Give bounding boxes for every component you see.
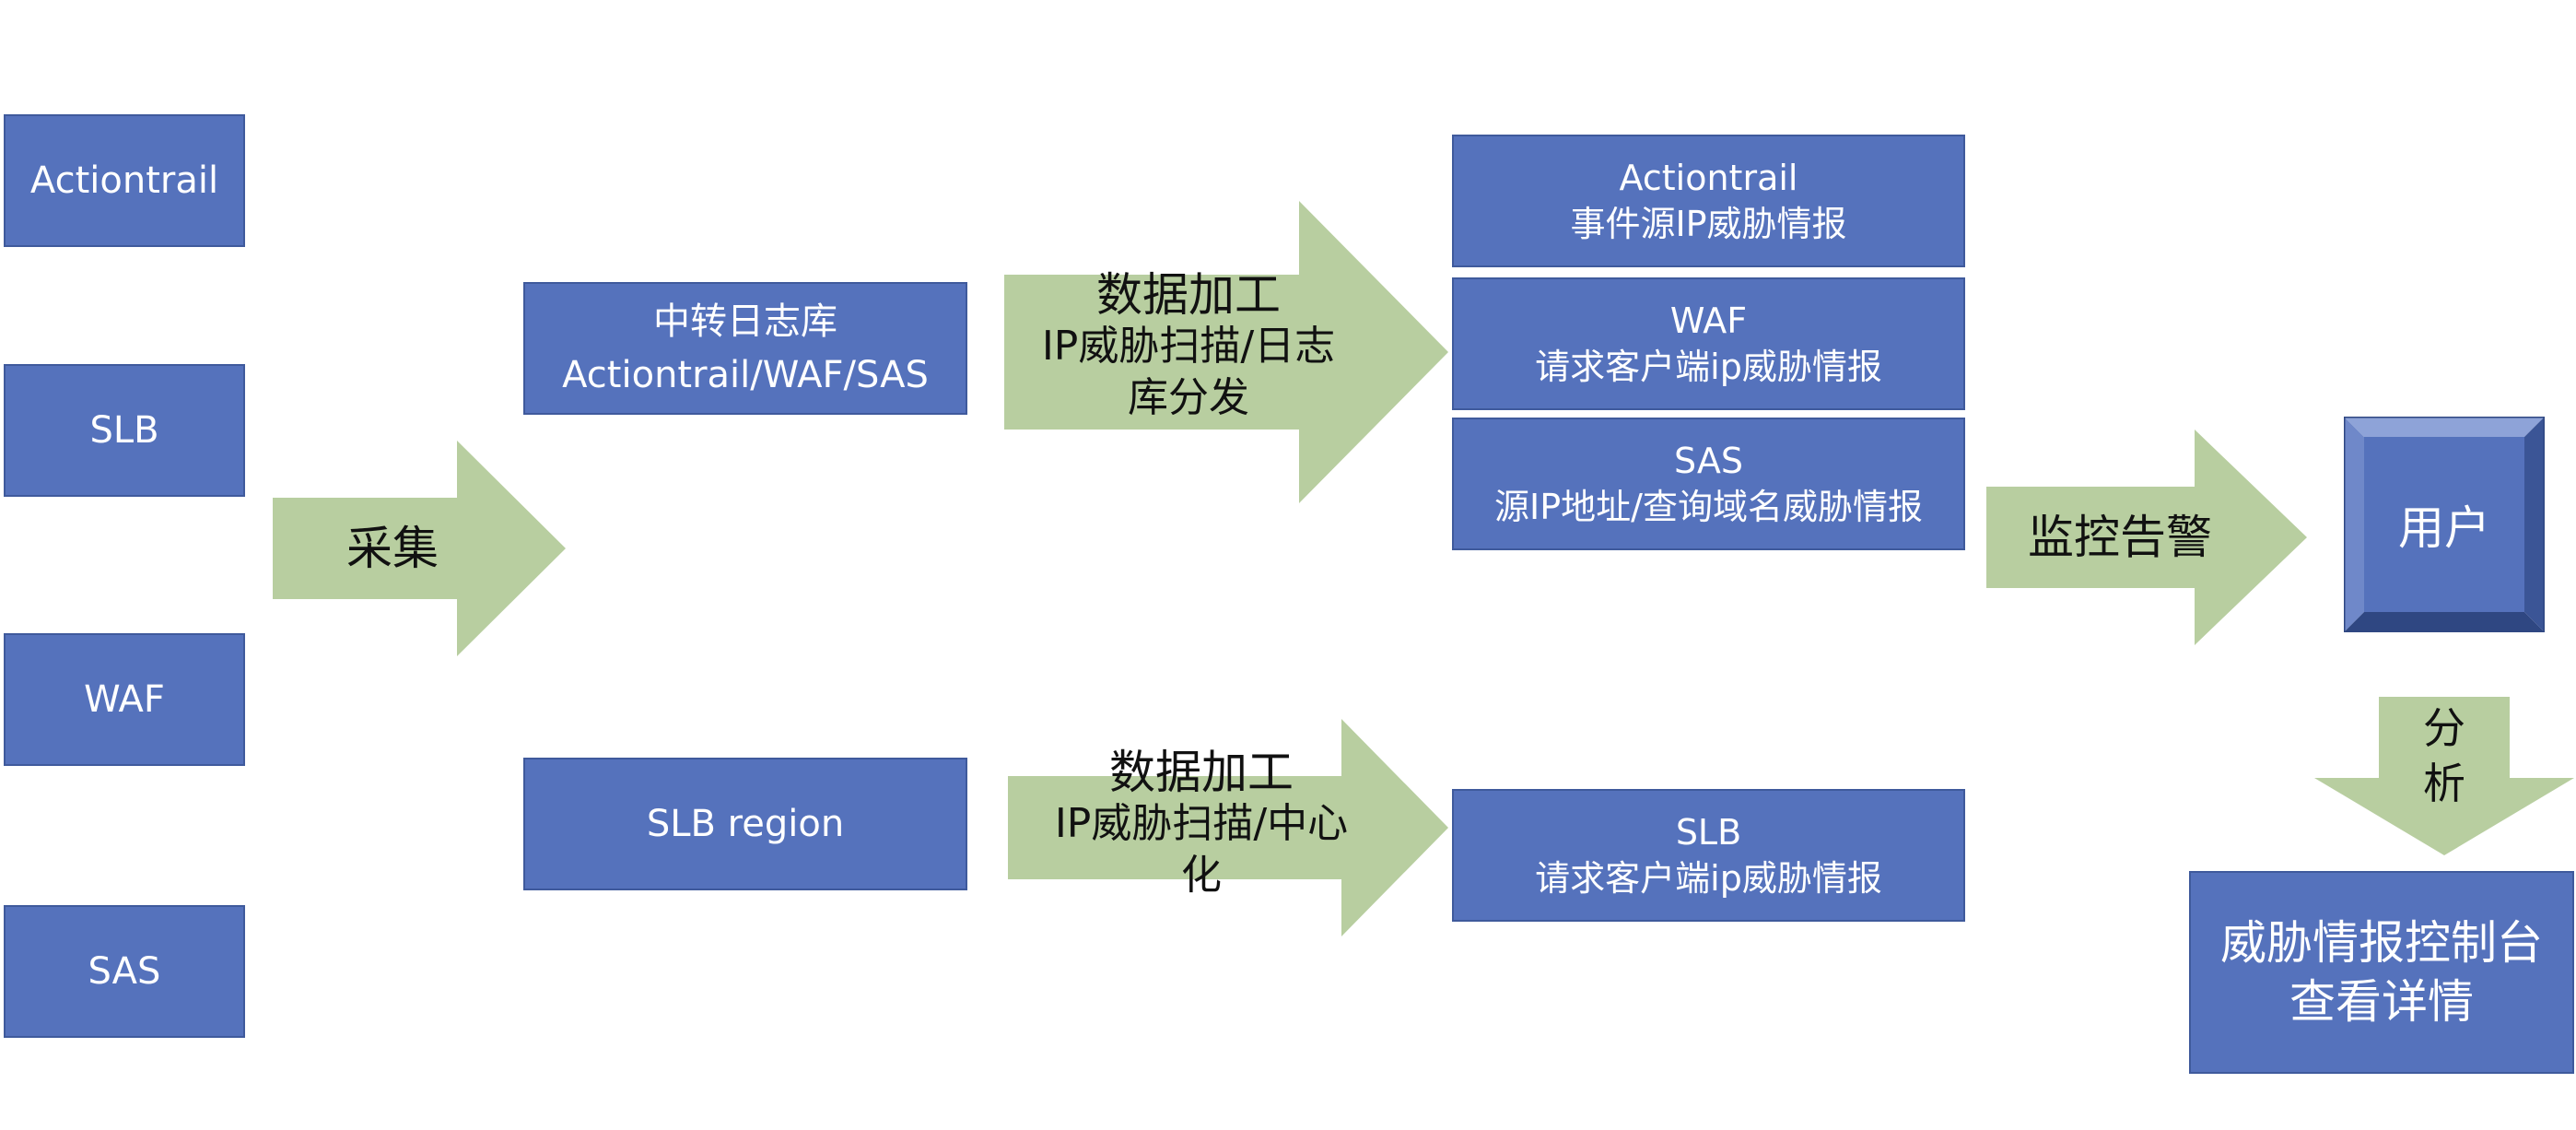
output-detail: 请求客户端ip威胁情报	[1535, 347, 1882, 387]
process-detail-cont: 库分发	[1128, 374, 1249, 421]
relay-title: 中转日志库	[653, 300, 837, 343]
output-detail: 请求客户端ip威胁情报	[1535, 858, 1882, 899]
output-detail: 源IP地址/查询域名威胁情报	[1494, 487, 1923, 527]
collect-arrow: 采集	[273, 441, 566, 656]
process-arrow-top-label: 数据加工 IP威胁扫描/日志 库分发	[1004, 269, 1373, 424]
analyze-arrow: 分 析	[2314, 697, 2574, 855]
slb-region-box: SLB region	[523, 758, 967, 890]
source-label: WAF	[84, 678, 165, 721]
process-title: 数据加工	[1096, 268, 1281, 322]
process-title: 数据加工	[1109, 746, 1294, 799]
slb-region-label: SLB region	[646, 803, 845, 845]
threat-intel-console-box: 威胁情报控制台 查看详情	[2189, 871, 2574, 1074]
output-title: SLB	[1675, 812, 1742, 853]
process-arrow-bottom-label: 数据加工 IP威胁扫描/中心 化	[1008, 747, 1395, 901]
collect-arrow-label: 采集	[346, 522, 439, 575]
output-box-actiontrail-intel: Actiontrail 事件源IP威胁情报	[1452, 135, 1965, 267]
process-detail: IP威胁扫描/中心	[1054, 800, 1349, 847]
output-box-sas-intel: SAS 源IP地址/查询域名威胁情报	[1452, 418, 1965, 550]
monitor-alert-label: 监控告警	[2028, 511, 2212, 564]
process-arrow-top: 数据加工 IP威胁扫描/日志 库分发	[1004, 201, 1448, 503]
source-label: SLB	[89, 409, 159, 452]
output-title: WAF	[1669, 300, 1748, 341]
source-box-waf: WAF	[4, 633, 245, 766]
analyze-char-1: 分	[2423, 703, 2465, 753]
source-label: Actiontrail	[29, 159, 219, 202]
output-title: SAS	[1674, 441, 1743, 481]
user-label: 用户	[2398, 501, 2490, 555]
process-detail: IP威胁扫描/日志	[1041, 323, 1336, 370]
output-title: Actiontrail	[1619, 158, 1798, 198]
console-title: 威胁情报控制台	[2220, 916, 2543, 970]
output-detail: 事件源IP威胁情报	[1570, 204, 1847, 244]
relay-sources: Actiontrail/WAF/SAS	[562, 354, 929, 396]
analyze-label: 分 析	[2379, 700, 2510, 811]
user-box: 用户	[2344, 417, 2545, 632]
process-arrow-bottom: 数据加工 IP威胁扫描/中心 化	[1008, 719, 1448, 936]
source-label: SAS	[88, 950, 161, 993]
analyze-char-2: 析	[2423, 759, 2465, 808]
output-box-slb-intel: SLB 请求客户端ip威胁情报	[1452, 789, 1965, 922]
monitor-alert-arrow: 监控告警	[1986, 430, 2307, 645]
source-box-sas: SAS	[4, 905, 245, 1038]
source-box-actiontrail: Actiontrail	[4, 114, 245, 247]
process-detail-cont: 化	[1181, 852, 1222, 899]
source-box-slb: SLB	[4, 364, 245, 497]
relay-log-store-box: 中转日志库 Actiontrail/WAF/SAS	[523, 282, 967, 415]
console-subtitle: 查看详情	[2289, 975, 2474, 1029]
output-box-waf-intel: WAF 请求客户端ip威胁情报	[1452, 277, 1965, 410]
